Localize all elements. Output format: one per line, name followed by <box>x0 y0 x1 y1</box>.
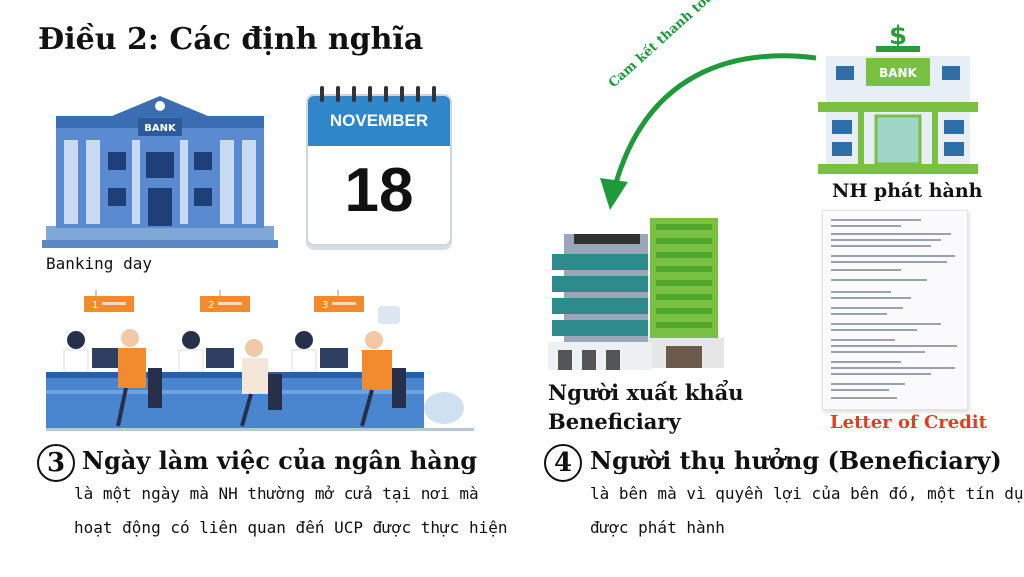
desk-number-2: 2 <box>208 300 214 311</box>
calendar-month: NOVEMBER <box>308 96 450 146</box>
dollar-sign: $ <box>889 21 907 51</box>
exporter-buildings-icon <box>548 218 724 370</box>
letter-of-credit-document-icon <box>822 210 968 410</box>
bank-building-icon: BANK <box>42 96 278 248</box>
bank-sign: BANK <box>144 123 177 134</box>
section-4-line1: là bên mà vì quyền lợi của bên đó, một t… <box>590 484 1024 503</box>
calendar-rings-icon <box>320 86 436 102</box>
section-4-line2: được phát hành <box>590 518 725 537</box>
calendar-day: 18 <box>344 156 414 225</box>
section-3-line1: là một ngày mà NH thường mở cửa tại nơi … <box>74 484 479 503</box>
section-3-line2: hoạt động có liên quan đến UCP được thực… <box>74 518 508 537</box>
payment-commitment-arrow-icon <box>600 53 817 210</box>
bank-sign-right: BANK <box>879 66 917 80</box>
banking-day-label: Banking day <box>46 254 152 273</box>
calendar-icon: NOVEMBER 18 <box>306 94 452 246</box>
exporter-label-line2: Beneficiary <box>548 409 681 434</box>
exporter-label-line1: Người xuất khẩu <box>548 380 744 405</box>
letter-of-credit-label: Letter of Credit <box>830 412 987 433</box>
section-3-heading: Ngày làm việc của ngân hàng <box>82 446 478 475</box>
issuing-bank-label: NH phát hành <box>832 180 983 202</box>
section-3-number: 3 <box>37 444 75 482</box>
issuing-bank-icon: $ BANK <box>818 21 978 174</box>
exporter-label: Người xuất khẩu Beneficiary <box>548 378 744 436</box>
page-title: Điều 2: Các định nghĩa <box>38 22 424 57</box>
section-4-number: 4 <box>544 444 582 482</box>
desk-number-1: 1 <box>92 300 98 311</box>
bank-counter-scene-icon: 1 2 3 <box>46 290 474 431</box>
section-4-heading: Người thụ hưởng (Beneficiary) <box>590 446 1002 475</box>
desk-number-3: 3 <box>322 300 328 311</box>
